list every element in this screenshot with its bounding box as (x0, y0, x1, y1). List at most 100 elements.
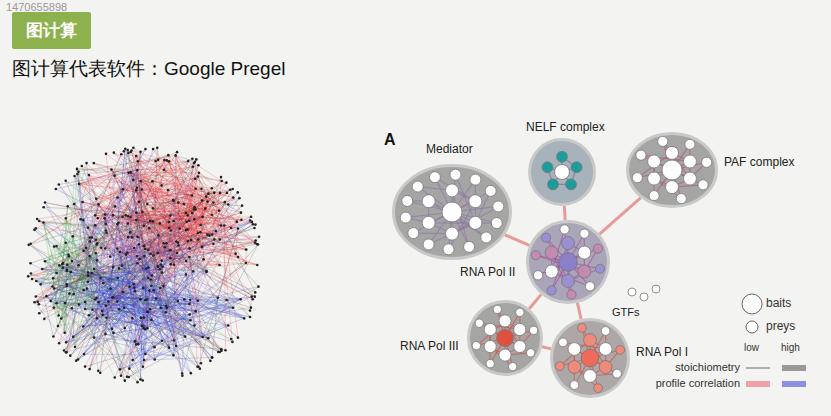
network-dot (58, 264, 61, 267)
interaction-connector (542, 347, 551, 349)
network-edge (173, 201, 252, 225)
network-dot (201, 199, 204, 202)
network-dot (177, 201, 180, 204)
network-edge (39, 221, 68, 255)
network-dot (129, 216, 132, 219)
network-dot (51, 285, 54, 288)
prey-circle (652, 285, 660, 293)
network-dot (104, 223, 107, 226)
network-dot (73, 175, 76, 178)
network-dot (147, 277, 150, 280)
network-dot (230, 227, 233, 230)
network-dot (57, 325, 60, 328)
complex-outline (528, 138, 596, 206)
protein-circle (514, 323, 526, 335)
protein-circle (422, 195, 435, 208)
network-dot (65, 351, 68, 354)
network-edge (156, 152, 177, 161)
network-dot (251, 298, 254, 301)
network-dot (177, 300, 180, 303)
network-dot (156, 146, 159, 149)
network-dot (62, 267, 65, 270)
protein-circle (595, 264, 604, 273)
network-dot (138, 243, 141, 246)
network-dot (44, 201, 47, 204)
network-dot (44, 260, 47, 263)
network-dot (162, 242, 165, 245)
network-edge (128, 153, 255, 243)
protein-circle (484, 340, 496, 352)
complex-members (632, 136, 711, 203)
protein-circle (567, 290, 576, 299)
network-dot (161, 265, 164, 268)
network-dot (127, 376, 130, 379)
protein-circle (470, 174, 481, 185)
group-label: NELF complex (524, 121, 607, 135)
network-edge (125, 149, 178, 301)
network-dot (38, 312, 41, 315)
network-dot (234, 252, 237, 255)
group-label: RNA Pol III (398, 340, 461, 354)
protein-circle (666, 146, 679, 159)
network-dot (132, 178, 135, 181)
network-dot (143, 255, 146, 258)
network-dot (71, 260, 74, 263)
network-dot (167, 154, 170, 157)
network-dot (135, 212, 138, 215)
complex-blob (628, 134, 717, 207)
network-dot (159, 268, 162, 271)
network-dot (231, 188, 234, 191)
network-dot (33, 301, 36, 304)
network-edge (146, 268, 210, 360)
protein-circle (578, 265, 591, 278)
network-dot (149, 308, 152, 311)
network-dot (159, 307, 162, 310)
network-edge (209, 217, 251, 236)
network-edge (42, 190, 230, 269)
network-dot (169, 214, 172, 217)
network-edge (75, 206, 242, 347)
network-dot (153, 358, 156, 361)
network-dot (148, 289, 151, 292)
network-dot (167, 189, 170, 192)
network-dot (212, 201, 215, 204)
network-dot (96, 259, 99, 262)
complex-members (472, 305, 538, 371)
network-dot (120, 264, 123, 267)
network-dot (194, 208, 197, 211)
network-dot (188, 247, 191, 250)
complex-members (555, 323, 624, 392)
network-edge (66, 299, 241, 352)
network-dot (124, 327, 127, 330)
network-dot (258, 235, 261, 238)
network-dot (257, 285, 260, 288)
network-edge (123, 292, 221, 349)
network-dot (157, 265, 160, 268)
network-dot (116, 247, 119, 250)
network-dot (139, 151, 142, 154)
network-dot (250, 295, 253, 298)
network-edge (38, 274, 186, 301)
network-dot (166, 307, 169, 310)
network-dot (149, 278, 152, 281)
network-dot (107, 300, 110, 303)
network-dot (147, 266, 150, 269)
network-dot (250, 215, 253, 218)
network-dot (205, 270, 208, 273)
network-dot (230, 338, 233, 341)
protein-circle (585, 282, 594, 291)
network-dot (114, 205, 117, 208)
network-dot (131, 359, 134, 362)
protein-circle (493, 305, 501, 313)
network-dot (197, 164, 200, 167)
network-dot (159, 222, 162, 225)
protein-circle (559, 253, 577, 271)
network-dot (131, 236, 134, 239)
network-dot (31, 278, 34, 281)
network-edge (57, 246, 125, 381)
network-dot (144, 299, 147, 302)
network-dot (139, 180, 142, 183)
network-dot (82, 289, 85, 292)
network-dot (240, 218, 243, 221)
network-dot (105, 153, 108, 156)
